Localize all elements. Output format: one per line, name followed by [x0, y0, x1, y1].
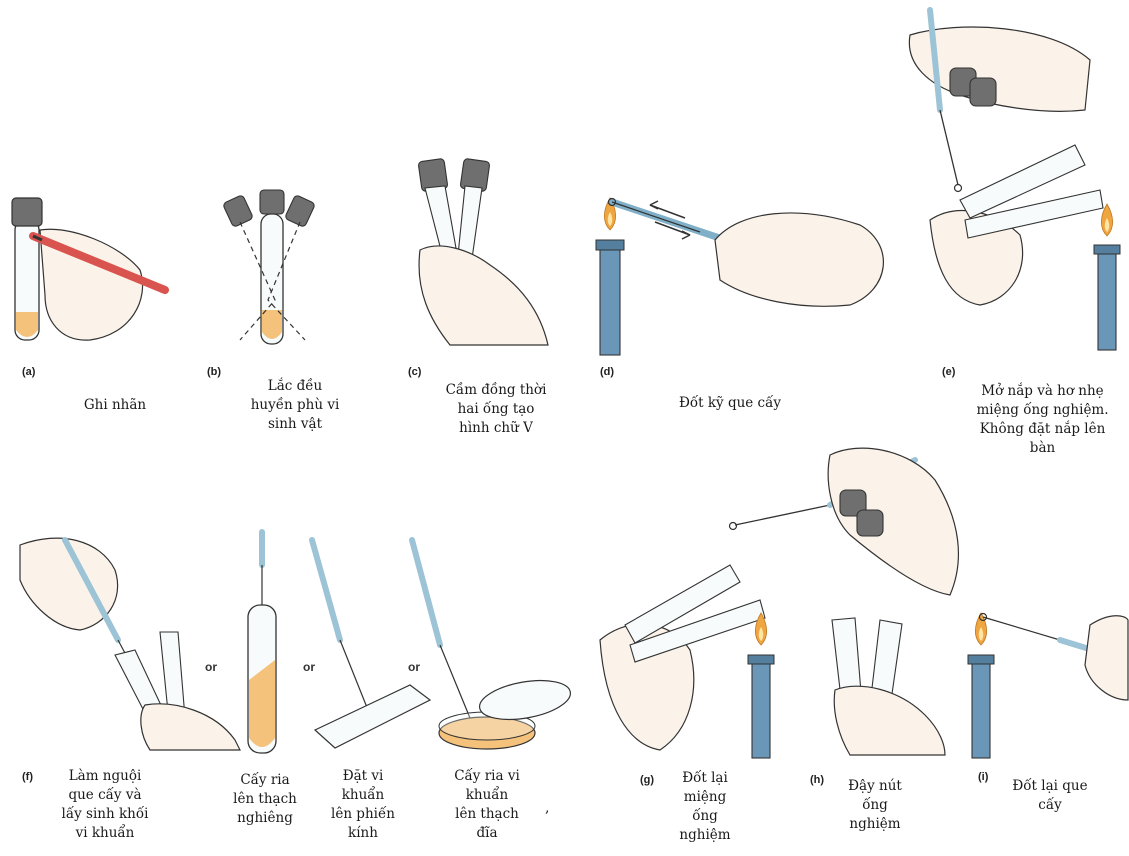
- tag-g: (g): [640, 774, 654, 786]
- or-label-2: or: [303, 660, 315, 674]
- tag-i: (i): [978, 771, 988, 783]
- panel-f4-drawing: [412, 540, 573, 749]
- tag-h: (h): [810, 774, 824, 786]
- caption-e: Mở nắp và hơ nhẹ miệng ống nghiệm. Không…: [960, 382, 1125, 458]
- caption-f: Làm nguội que cấy và lấy sinh khối vi kh…: [40, 767, 170, 843]
- tag-c: (c): [408, 366, 421, 378]
- tag-b: (b): [207, 366, 221, 378]
- caption-c: Cầm đồng thời hai ống tạo hình chữ V: [426, 381, 566, 438]
- panel-a-drawing: [12, 198, 165, 340]
- caption-i: Đốt lại que cấy: [990, 777, 1110, 815]
- comma-mark: ,: [545, 800, 549, 816]
- tag-d: (d): [600, 366, 614, 378]
- panel-e-drawing: [909, 10, 1120, 350]
- caption-h: Đậy nút ống nghiệm: [825, 777, 925, 834]
- caption-g: Đốt lại miệng ống nghiệm: [655, 769, 755, 845]
- panel-f3-drawing: [312, 540, 430, 748]
- panel-b-drawing: [223, 190, 316, 344]
- caption-a: Ghi nhãn: [45, 396, 185, 415]
- caption-d: Đốt kỹ que cấy: [640, 394, 820, 413]
- panel-f-drawing: [20, 538, 240, 750]
- tag-e: (e): [942, 366, 955, 378]
- panel-i-drawing: [968, 613, 1128, 758]
- panel-h-drawing: [832, 618, 945, 755]
- panel-f2-drawing: [248, 532, 276, 753]
- caption-b: Lắc đều huyền phù vi sinh vật: [230, 377, 360, 434]
- panel-c-drawing: [418, 158, 548, 345]
- tag-f: (f): [22, 771, 33, 783]
- caption-f4: Cấy ria vi khuẩn lên thạch đĩa: [432, 767, 542, 843]
- tag-a: (a): [22, 366, 35, 378]
- or-label-3: or: [408, 660, 420, 674]
- caption-f2: Cấy ria lên thạch nghiêng: [215, 771, 315, 828]
- or-label-1: or: [205, 660, 217, 674]
- panel-d-drawing: [596, 198, 883, 355]
- caption-f3: Đặt vi khuẩn lên phiến kính: [318, 767, 408, 843]
